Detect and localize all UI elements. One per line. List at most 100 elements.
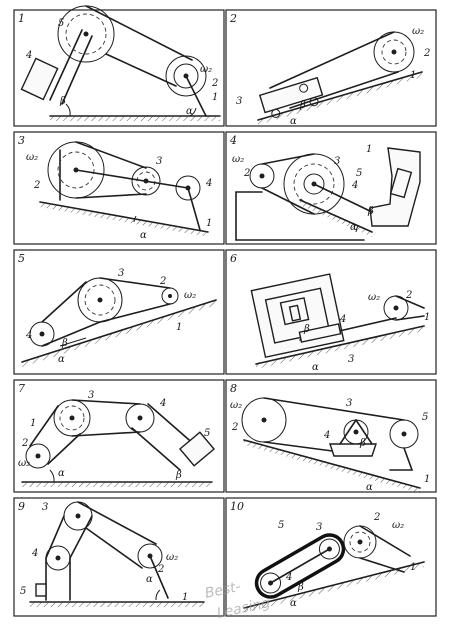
panel-6-label: 1 bbox=[424, 312, 430, 323]
panel-9-label: 1 bbox=[182, 592, 188, 603]
panel-7-label: ω₂ bbox=[18, 458, 30, 469]
panel-6-label: β bbox=[303, 324, 310, 335]
panel-5-frame bbox=[13, 249, 225, 375]
panel-8: 8 ω₂ 2 3 5 4 β α 1 bbox=[225, 379, 437, 493]
panel-6-label: α bbox=[312, 362, 319, 373]
panel-3-number: 3 bbox=[18, 134, 25, 147]
panel-1-pulley-2 bbox=[165, 55, 207, 97]
watermark-line-1: Best- bbox=[204, 579, 243, 602]
panel-9-pulley-2 bbox=[137, 543, 163, 569]
panel-8-label: 1 bbox=[424, 474, 430, 485]
panel-7-pulley-2 bbox=[25, 443, 51, 469]
panel-4-label: α bbox=[350, 222, 357, 233]
panel-8-number: 8 bbox=[230, 382, 237, 395]
panel-1-label: α bbox=[186, 106, 193, 117]
panel-8-label: 5 bbox=[422, 412, 428, 423]
panel-1-number: 1 bbox=[18, 12, 25, 25]
panel-4-label: 3 bbox=[334, 156, 340, 167]
panel-6-label: 2 bbox=[405, 290, 412, 301]
panel-3-label: ω₂ bbox=[26, 152, 38, 163]
panel-2-label: 1 bbox=[410, 70, 416, 81]
panel-2-label: ω₂ bbox=[412, 26, 424, 37]
panel-3-label: 1 bbox=[206, 218, 212, 229]
panel-8-label: 2 bbox=[231, 422, 238, 433]
panel-5-label: β bbox=[61, 338, 68, 349]
panel-4-label: 5 bbox=[356, 168, 362, 179]
panel-7-label: 4 bbox=[159, 398, 166, 409]
panel-7-label: β bbox=[175, 470, 182, 481]
panel-8-label: 4 bbox=[323, 430, 330, 441]
panel-1-frame bbox=[13, 9, 225, 127]
panel-3-label: 2 bbox=[33, 180, 40, 191]
panel-2-frame bbox=[225, 9, 437, 127]
panel-1-label: 1 bbox=[212, 92, 218, 103]
panel-10-number: 10 bbox=[230, 500, 244, 513]
panel-2-label: β bbox=[299, 100, 306, 111]
panel-7-block-5 bbox=[178, 431, 216, 467]
panel-1-ground-hatch bbox=[50, 116, 220, 121]
panel-10-label: α bbox=[290, 598, 297, 609]
panel-4-label: β bbox=[367, 206, 374, 217]
panel-10: 10 5 3 2 ω₂ 4 β α 1 bbox=[225, 497, 437, 617]
panel-2-label: 2 bbox=[423, 48, 430, 59]
panel-9-label: ω₂ bbox=[166, 552, 178, 563]
panel-8-frame bbox=[225, 379, 437, 493]
panel-9-frame bbox=[13, 497, 225, 617]
panel-7-label: α bbox=[58, 468, 65, 479]
panel-9: 9 3 4 ω₂ 5 α 1 2 bbox=[13, 497, 225, 617]
panel-10-label: 2 bbox=[373, 512, 380, 523]
panel-10-label: β bbox=[297, 582, 304, 593]
panel-3-label: α bbox=[140, 230, 147, 241]
panel-5-label: 4 bbox=[25, 330, 32, 341]
panel-5-label: 2 bbox=[159, 276, 166, 287]
panel-4-label: 2 bbox=[243, 168, 250, 179]
panel-3-pulley-3 bbox=[131, 166, 161, 196]
panel-4-label: ω₂ bbox=[232, 154, 244, 165]
panel-5-label: 1 bbox=[176, 322, 182, 333]
panel-4-number: 4 bbox=[229, 134, 237, 147]
panel-7: 7 3 4 1 5 2 ω₂ α β bbox=[13, 379, 225, 493]
panel-6-number: 6 bbox=[230, 252, 237, 265]
panel-7-number: 7 bbox=[18, 382, 25, 395]
panel-8-label: 3 bbox=[346, 398, 352, 409]
panel-4-slider-5 bbox=[389, 167, 413, 199]
panel-4-label: 4 bbox=[351, 180, 358, 191]
panel-7-label: 1 bbox=[30, 418, 36, 429]
panel-6-frame bbox=[225, 249, 437, 375]
panel-9-block-5 bbox=[35, 583, 47, 597]
panel-9-label: 4 bbox=[31, 548, 38, 559]
panel-1-label: 5 bbox=[58, 18, 64, 29]
panel-3-label: 3 bbox=[156, 156, 162, 167]
panel-8-label: ω₂ bbox=[230, 400, 242, 411]
panel-9-label: α bbox=[146, 574, 153, 585]
panel-9-label: 3 bbox=[42, 502, 48, 513]
panel-4-frame bbox=[225, 131, 437, 245]
panel-10-frame bbox=[225, 497, 437, 617]
panel-6-label: 3 bbox=[348, 354, 354, 365]
panel-1-label: β bbox=[59, 96, 66, 107]
panel-7-frame bbox=[13, 379, 225, 493]
panel-10-label: 4 bbox=[285, 572, 292, 583]
panel-8-slider-4 bbox=[329, 443, 377, 457]
panel-1-block-4 bbox=[20, 57, 59, 101]
panel-2-number: 2 bbox=[229, 12, 237, 25]
panel-1-label: 2 bbox=[211, 78, 218, 89]
panel-7-label: 3 bbox=[88, 390, 94, 401]
panel-6: 6 ω₂ 2 4 β 1 3 α bbox=[225, 249, 437, 375]
panel-8-label: α bbox=[366, 482, 373, 493]
panel-2-label: 3 bbox=[236, 96, 242, 107]
panel-10-label: 1 bbox=[410, 562, 416, 573]
panel-7-label: 5 bbox=[204, 428, 210, 439]
panel-10-label: ω₂ bbox=[392, 520, 404, 531]
panel-4-label: 1 bbox=[366, 144, 372, 155]
panel-7-label: 2 bbox=[21, 438, 28, 449]
panel-5: 5 3 2 ω₂ 4 1 β α bbox=[13, 249, 225, 375]
panel-1-label: ω₂ bbox=[200, 64, 212, 75]
panel-10-label: 3 bbox=[316, 522, 322, 533]
panel-2-label: α bbox=[290, 116, 297, 127]
panel-5-label: 3 bbox=[118, 268, 124, 279]
panel-3: 3 ω₂ 2 3 4 1 α bbox=[13, 131, 225, 245]
panel-5-label: ω₂ bbox=[184, 290, 196, 301]
panel-5-number: 5 bbox=[18, 252, 25, 265]
